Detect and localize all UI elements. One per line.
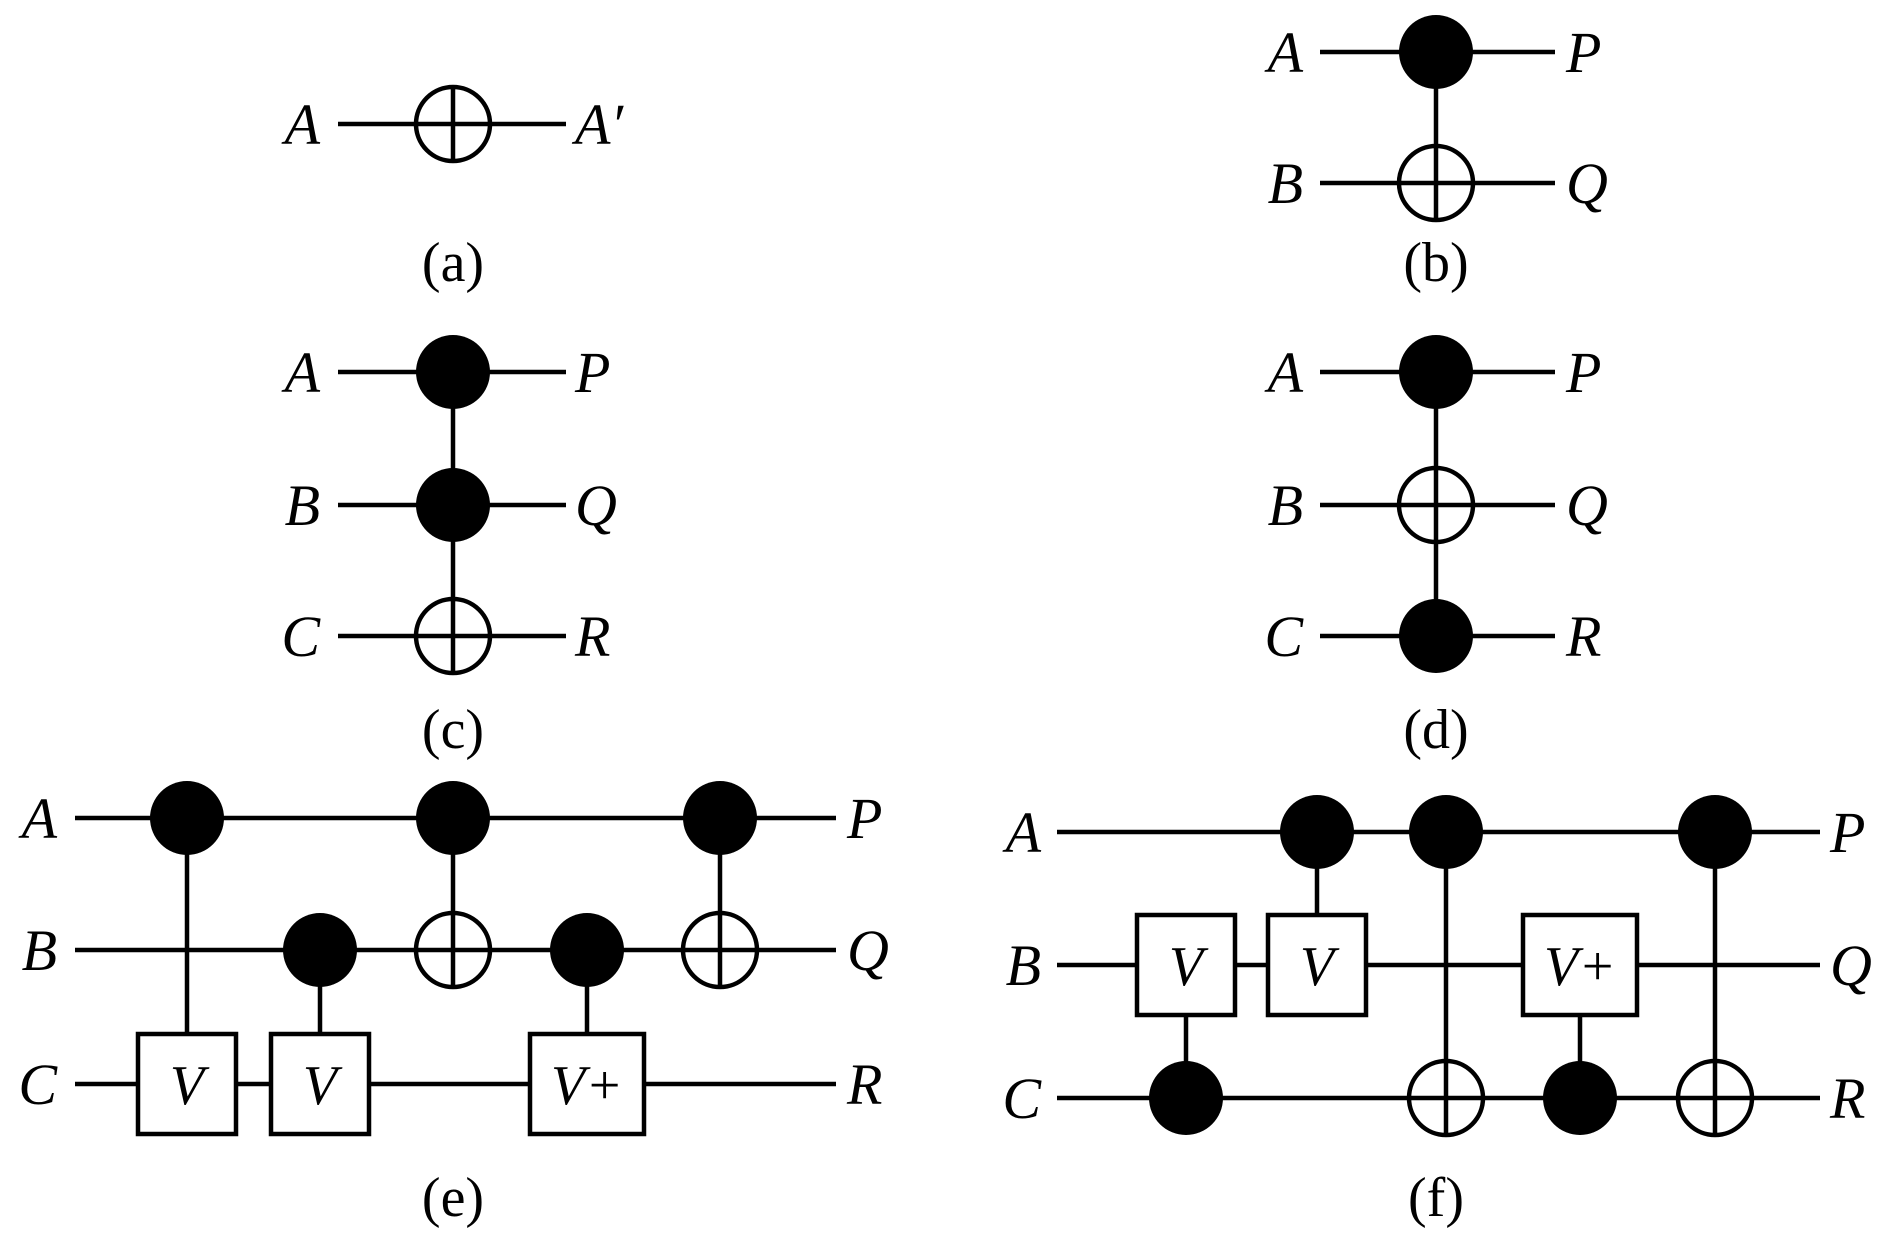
input-label: C [281,604,321,669]
control-dot [283,913,357,987]
input-label: B [1268,473,1303,538]
control-dot [1399,335,1473,409]
gate-label: V [1300,936,1340,998]
output-label: Q [847,918,889,983]
input-label: B [1006,933,1041,998]
circuit-panel-c: A P B Q C R (c) [281,335,617,761]
input-label: B [285,473,320,538]
cnot-target-symbol [413,910,493,990]
output-label: Q [575,473,617,538]
gate-label: V [303,1055,343,1117]
input-label: A [1002,800,1042,865]
v-gate-box: V [1134,912,1238,1018]
cnot-target-symbol [1406,1058,1486,1138]
v-gate-box: V+ [527,1031,647,1137]
circuit-panel-d: A P B Q C R (d) [1264,335,1608,761]
output-label: R [574,604,610,669]
input-label: B [1268,151,1303,216]
cnot-target-symbol [1675,1058,1755,1138]
circuit-panel-b: A P B Q (b) [1264,15,1608,294]
v-gate-box: V [268,1031,372,1137]
gate-label: V [1169,936,1209,998]
output-label: A′ [571,92,624,157]
output-label: R [1829,1066,1865,1131]
panel-caption: (d) [1403,699,1468,761]
v-gate-box: V [135,1031,239,1137]
control-dot [1280,795,1354,869]
cnot-target-symbol [1396,143,1476,223]
v-gate-box: V+ [1520,912,1640,1018]
control-dot [416,781,490,855]
output-label: R [1565,604,1601,669]
input-label: A [1264,340,1304,405]
output-label: Q [1566,473,1608,538]
panel-caption: (e) [422,1167,484,1229]
control-dot [550,913,624,987]
input-label: C [18,1052,58,1117]
panel-caption: (a) [422,232,484,294]
cnot-target-symbol [1396,465,1476,545]
control-dot [1678,795,1752,869]
input-label: B [22,918,57,983]
input-label: A [1264,20,1304,85]
circuit-panel-f: V V V+ A P B Q C R (f) [1002,795,1872,1229]
control-dot [1543,1061,1617,1135]
panel-caption: (c) [422,699,484,761]
control-dot [416,335,490,409]
input-label: A [281,92,321,157]
panel-caption: (b) [1403,232,1468,294]
panel-caption: (f) [1408,1167,1464,1229]
output-label: P [1565,340,1601,405]
control-dot [1409,795,1483,869]
gate-label: V+ [1544,936,1616,998]
cnot-target-symbol [413,596,493,676]
control-dot [416,468,490,542]
input-label: A [18,786,58,851]
gate-label: V+ [551,1055,623,1117]
control-dot [1149,1061,1223,1135]
cnot-target-symbol [413,84,493,164]
output-label: P [846,786,882,851]
output-label: R [846,1052,882,1117]
output-label: Q [1566,151,1608,216]
control-dot [1399,15,1473,89]
input-label: C [1002,1066,1042,1131]
control-dot [1399,599,1473,673]
control-dot [683,781,757,855]
circuit-panel-a: A A′ (a) [281,84,624,294]
circuit-panel-e: V V V+ A P B Q C R (e) [18,781,889,1229]
input-label: A [281,340,321,405]
input-label: C [1264,604,1304,669]
output-label: P [574,340,610,405]
output-label: Q [1830,933,1872,998]
cnot-target-symbol [680,910,760,990]
gate-label: V [170,1055,210,1117]
output-label: P [1565,20,1601,85]
control-dot [150,781,224,855]
v-gate-box: V [1265,912,1369,1018]
output-label: P [1829,800,1865,865]
